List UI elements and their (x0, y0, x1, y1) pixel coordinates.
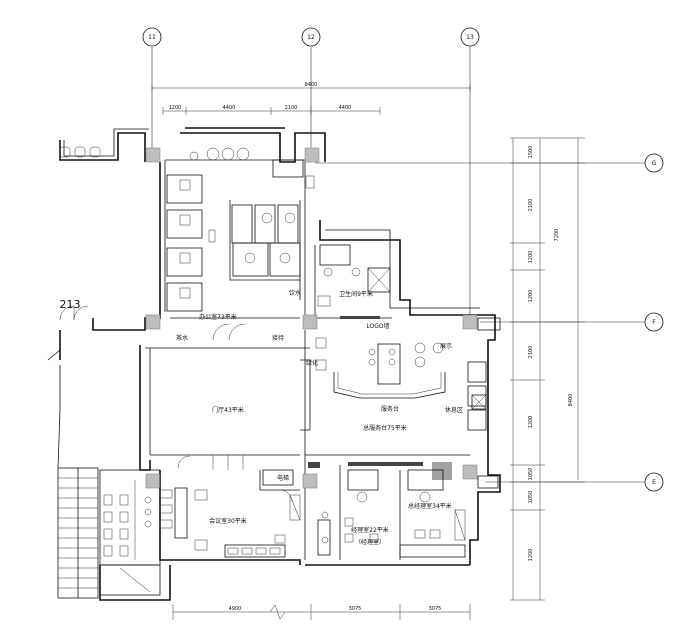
label-reception: 接待 (272, 334, 284, 342)
exterior-chairs (59, 146, 101, 158)
grid-marker-E (644, 472, 664, 492)
top-dimensions: 8400 1200 4400 2100 4400 (151, 82, 471, 115)
public-toilets (99, 469, 161, 596)
dim-right-2: 2100 (528, 199, 534, 212)
grid-label-E: E (652, 479, 656, 486)
dim-top-seg-4: 4400 (339, 105, 352, 111)
dim-right-1: 1500 (528, 146, 534, 159)
label-logo: LOGO墙 (366, 322, 389, 330)
bottom-dimensions: 4900 3075 3075 (172, 604, 471, 620)
lobby-furniture (315, 317, 501, 431)
manager-office-furniture (317, 469, 499, 558)
staircase (47, 349, 99, 599)
grid-label-13: 13 (466, 34, 474, 41)
grid-marker-F (644, 312, 664, 332)
dim-top-total: 8400 (305, 82, 318, 88)
grid-marker-G (644, 153, 664, 173)
dim-bottom-seg-1: 4900 (229, 606, 242, 612)
grid-label-F: F (652, 319, 656, 326)
hatched-walls (308, 316, 452, 480)
structural-columns (145, 147, 478, 489)
dim-bottom-seg-3: 3075 (429, 606, 442, 612)
label-hall: 门厅43平米 (212, 406, 244, 414)
grid-label-12: 12 (307, 34, 315, 41)
grid-marker-13 (460, 27, 480, 47)
grid-marker-11 (142, 27, 162, 47)
exterior-walls (59, 127, 501, 601)
office-workstations (166, 147, 315, 312)
grid-axis-lines (151, 47, 645, 483)
dim-top-seg-2: 4400 (223, 105, 236, 111)
label-manager-office: 总经理室34平米 (408, 502, 452, 510)
right-dimensions: 1500 2100 1200 1200 2100 1200 1050 1050 … (510, 137, 585, 601)
grid-marker-12 (301, 27, 321, 47)
grid-label-11: 11 (148, 34, 156, 41)
label-restroom: 卫生间9平米 (339, 290, 373, 298)
label-office-small-note: （经理室） (355, 538, 385, 546)
doors (59, 305, 293, 503)
room-labels: 办公室73平米 卫生间9平米 门厅43平米 总服务台75平米 会议室30平米 总… (60, 289, 464, 546)
label-pantry: 茶水 (176, 334, 188, 342)
grid-label-G: G (652, 160, 657, 167)
label-service-desk: 服务台 (381, 405, 399, 413)
dim-top-seg-3: 2100 (285, 105, 298, 111)
dim-right-3: 1200 (528, 251, 534, 264)
dim-right-6: 1200 (528, 416, 534, 429)
dim-right-4: 1200 (528, 290, 534, 303)
dim-right-8: 1050 (528, 491, 534, 504)
label-rest-area: 休息区 (445, 406, 463, 414)
label-elevator: 电梯 (277, 474, 289, 482)
grid-axis-markers: 11 12 13 G F E (142, 27, 664, 492)
dim-right-outer-2: 8400 (568, 394, 574, 407)
label-plants: 绿化 (306, 359, 318, 367)
label-display: 展示 (440, 343, 452, 350)
dim-right-5: 2100 (528, 346, 534, 359)
label-lobby: 总服务台75平米 (363, 424, 407, 432)
conference-furniture (159, 469, 301, 558)
restroom-fixtures (317, 244, 391, 307)
label-conference: 会议室30平米 (209, 517, 247, 525)
dim-bottom-seg-2: 3075 (349, 606, 362, 612)
dim-right-7: 1050 (528, 468, 534, 481)
label-office-small: 经理室22平米 (351, 526, 389, 534)
label-stair-number: 213 (60, 298, 81, 311)
label-office-top: 办公室73平米 (199, 313, 237, 321)
dim-right-outer-1: 7200 (554, 229, 560, 242)
label-water: 饮水 (289, 289, 301, 297)
dim-top-seg-1: 1200 (169, 105, 182, 111)
dim-right-9: 1200 (528, 549, 534, 562)
